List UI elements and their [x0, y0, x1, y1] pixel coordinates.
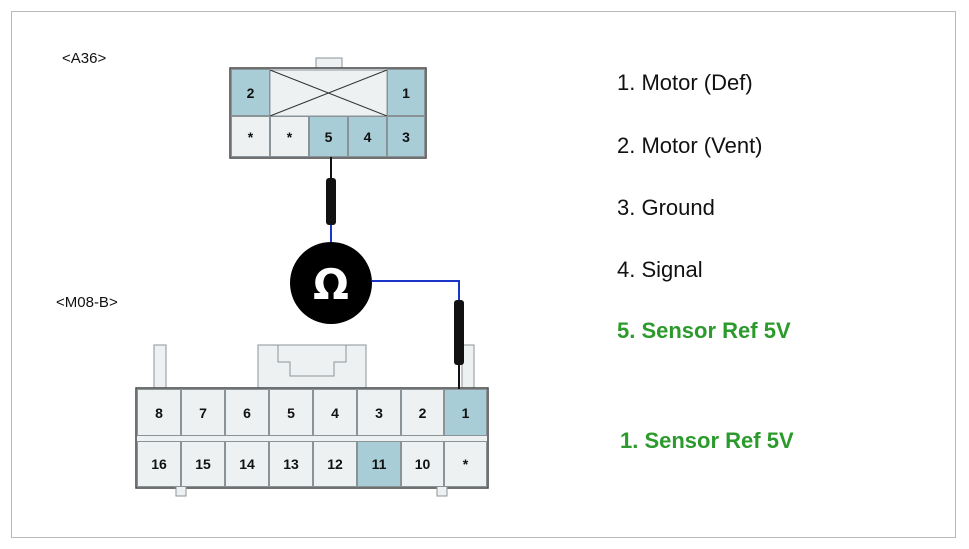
- legend-a36-item-1: 1. Motor (Def): [617, 70, 753, 95]
- m08b-pin-15: 15: [181, 441, 225, 487]
- m08b-pin-14: 14: [225, 441, 269, 487]
- legend-a36-item-3: 3. Ground: [617, 195, 715, 220]
- a36-pin-1: 1: [387, 69, 425, 116]
- legend-a36-item-4: 4. Signal: [617, 257, 703, 282]
- a36-pin-5: 5: [309, 116, 348, 157]
- m08b-pin-3: 3: [357, 389, 401, 436]
- a36-pin-4: 4: [348, 116, 387, 157]
- m08b-pin-7: 7: [181, 389, 225, 436]
- legend-a36-item-2: 2. Motor (Vent): [617, 133, 763, 158]
- m08b-pin-12: 12: [313, 441, 357, 487]
- m08b-pin-2: 2: [401, 389, 444, 436]
- a36-pin-3: 3: [387, 116, 425, 157]
- connector-label-a36: <A36>: [62, 50, 107, 67]
- connector-label-m08b: <M08-B>: [56, 294, 118, 311]
- ohmmeter-icon: [290, 242, 372, 324]
- m08b-latch-detail: [277, 345, 347, 377]
- m08b-pin-11: 11: [357, 441, 401, 487]
- m08b-pin-4: 4: [313, 389, 357, 436]
- m08b-left-post: [153, 344, 167, 390]
- wire-meter-to-m08b: [372, 280, 460, 300]
- legend-a36-item-5: 5. Sensor Ref 5V: [617, 318, 791, 343]
- m08b-pin-16: 16: [137, 441, 181, 487]
- m08b-pin-1: 1: [444, 389, 487, 436]
- m08b-pin-10: 10: [401, 441, 444, 487]
- m08b-pin-5: 5: [269, 389, 313, 436]
- m08b-latch: [257, 344, 367, 390]
- a36-pin-empty-2: *: [270, 116, 309, 157]
- m08b-pin-6: 6: [225, 389, 269, 436]
- m08b-left-foot: [175, 485, 187, 497]
- ohm-symbol: Ω: [313, 259, 349, 309]
- a36-pin-2: 2: [231, 69, 270, 116]
- m08b-right-foot: [436, 485, 448, 497]
- m08b-pin-empty: *: [444, 441, 487, 487]
- a36-blank-cavity: [269, 69, 388, 117]
- a36-pin-empty-1: *: [231, 116, 270, 157]
- m08b-pin-8: 8: [137, 389, 181, 436]
- m08b-pin-13: 13: [269, 441, 313, 487]
- legend-m08b-item-1: 1. Sensor Ref 5V: [620, 428, 794, 453]
- probe-a36: [326, 150, 336, 225]
- diagram-frame: [11, 11, 956, 538]
